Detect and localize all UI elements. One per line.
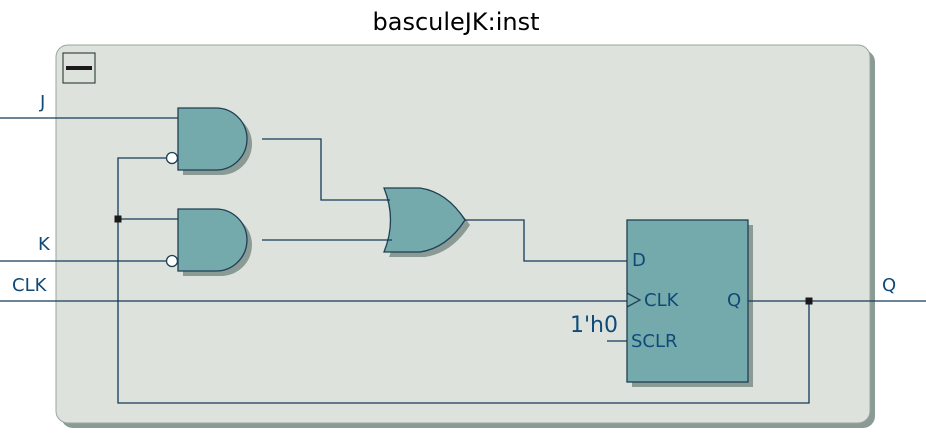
clock-triangle-icon (626, 292, 642, 308)
ff-pin-q: Q (727, 290, 741, 311)
collapse-button[interactable] (62, 52, 96, 84)
and-gate-2[interactable] (177, 208, 248, 272)
and-gate-1[interactable] (177, 107, 248, 171)
ff-pin-d: D (632, 250, 646, 271)
junction-dot-right (805, 297, 813, 305)
wire-q-feedback (117, 157, 810, 404)
wire-and1-to-or (262, 138, 390, 201)
input-label-clk: CLK (12, 275, 48, 296)
input-label-j: J (39, 92, 45, 113)
minus-icon (66, 66, 92, 70)
or-gate[interactable] (383, 187, 466, 253)
inverter-bubble-2 (165, 254, 179, 268)
junction-dot-left (114, 215, 122, 223)
instance-title: basculeJK:inst (372, 8, 540, 36)
output-label-q: Q (882, 275, 896, 296)
d-flipflop[interactable] (626, 219, 749, 383)
ff-pin-sclr: SCLR (631, 331, 678, 352)
input-label-k: K (38, 234, 51, 255)
wire-or-to-d (465, 219, 627, 262)
sclr-constant: 1'h0 (570, 313, 618, 338)
inverter-bubble-1 (165, 151, 179, 165)
ff-pin-clk: CLK (644, 290, 680, 311)
